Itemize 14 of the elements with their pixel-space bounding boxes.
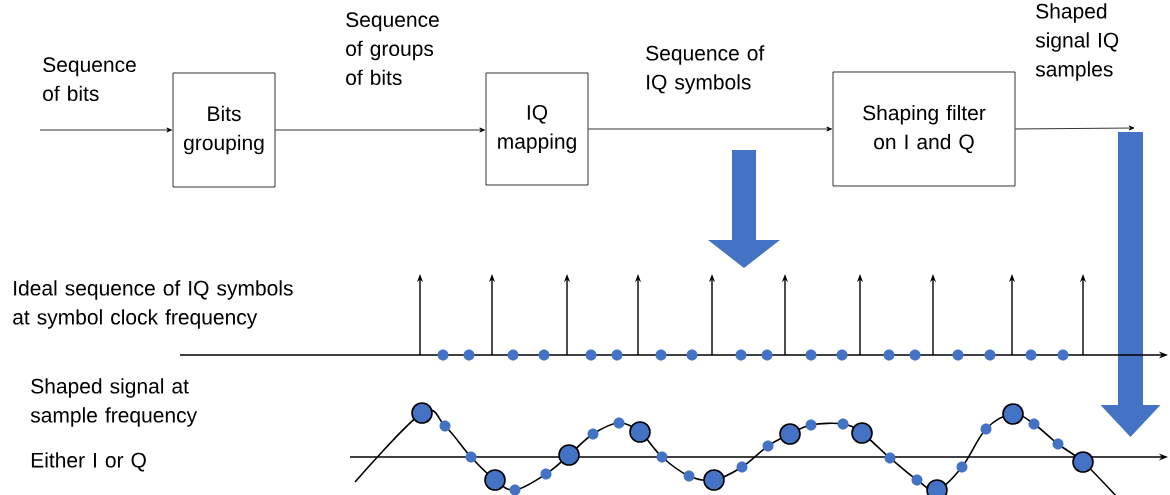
edge-label: Shaped signal IQ samples bbox=[1035, 3, 1119, 81]
arrow bbox=[1015, 125, 1135, 131]
process-box: Bits grouping bbox=[172, 72, 276, 188]
arrow bbox=[275, 127, 485, 133]
process-box: Shaping filter on I and Q bbox=[832, 71, 1016, 187]
arrow bbox=[588, 126, 832, 132]
edge-label: Sequence of bits bbox=[43, 57, 136, 102]
text-label: Either I or Q bbox=[31, 452, 146, 472]
arrow bbox=[39, 127, 172, 133]
text-label: Ideal sequence of IQ symbols at symbol clock frequency bbox=[13, 280, 293, 329]
process-box: IQ mapping bbox=[485, 72, 589, 186]
text-label: Shaped signal at sample frequency bbox=[30, 378, 198, 427]
edge-label: Sequence of IQ symbols bbox=[646, 45, 765, 94]
edge-label: Sequence of groups of bits bbox=[346, 12, 439, 86]
